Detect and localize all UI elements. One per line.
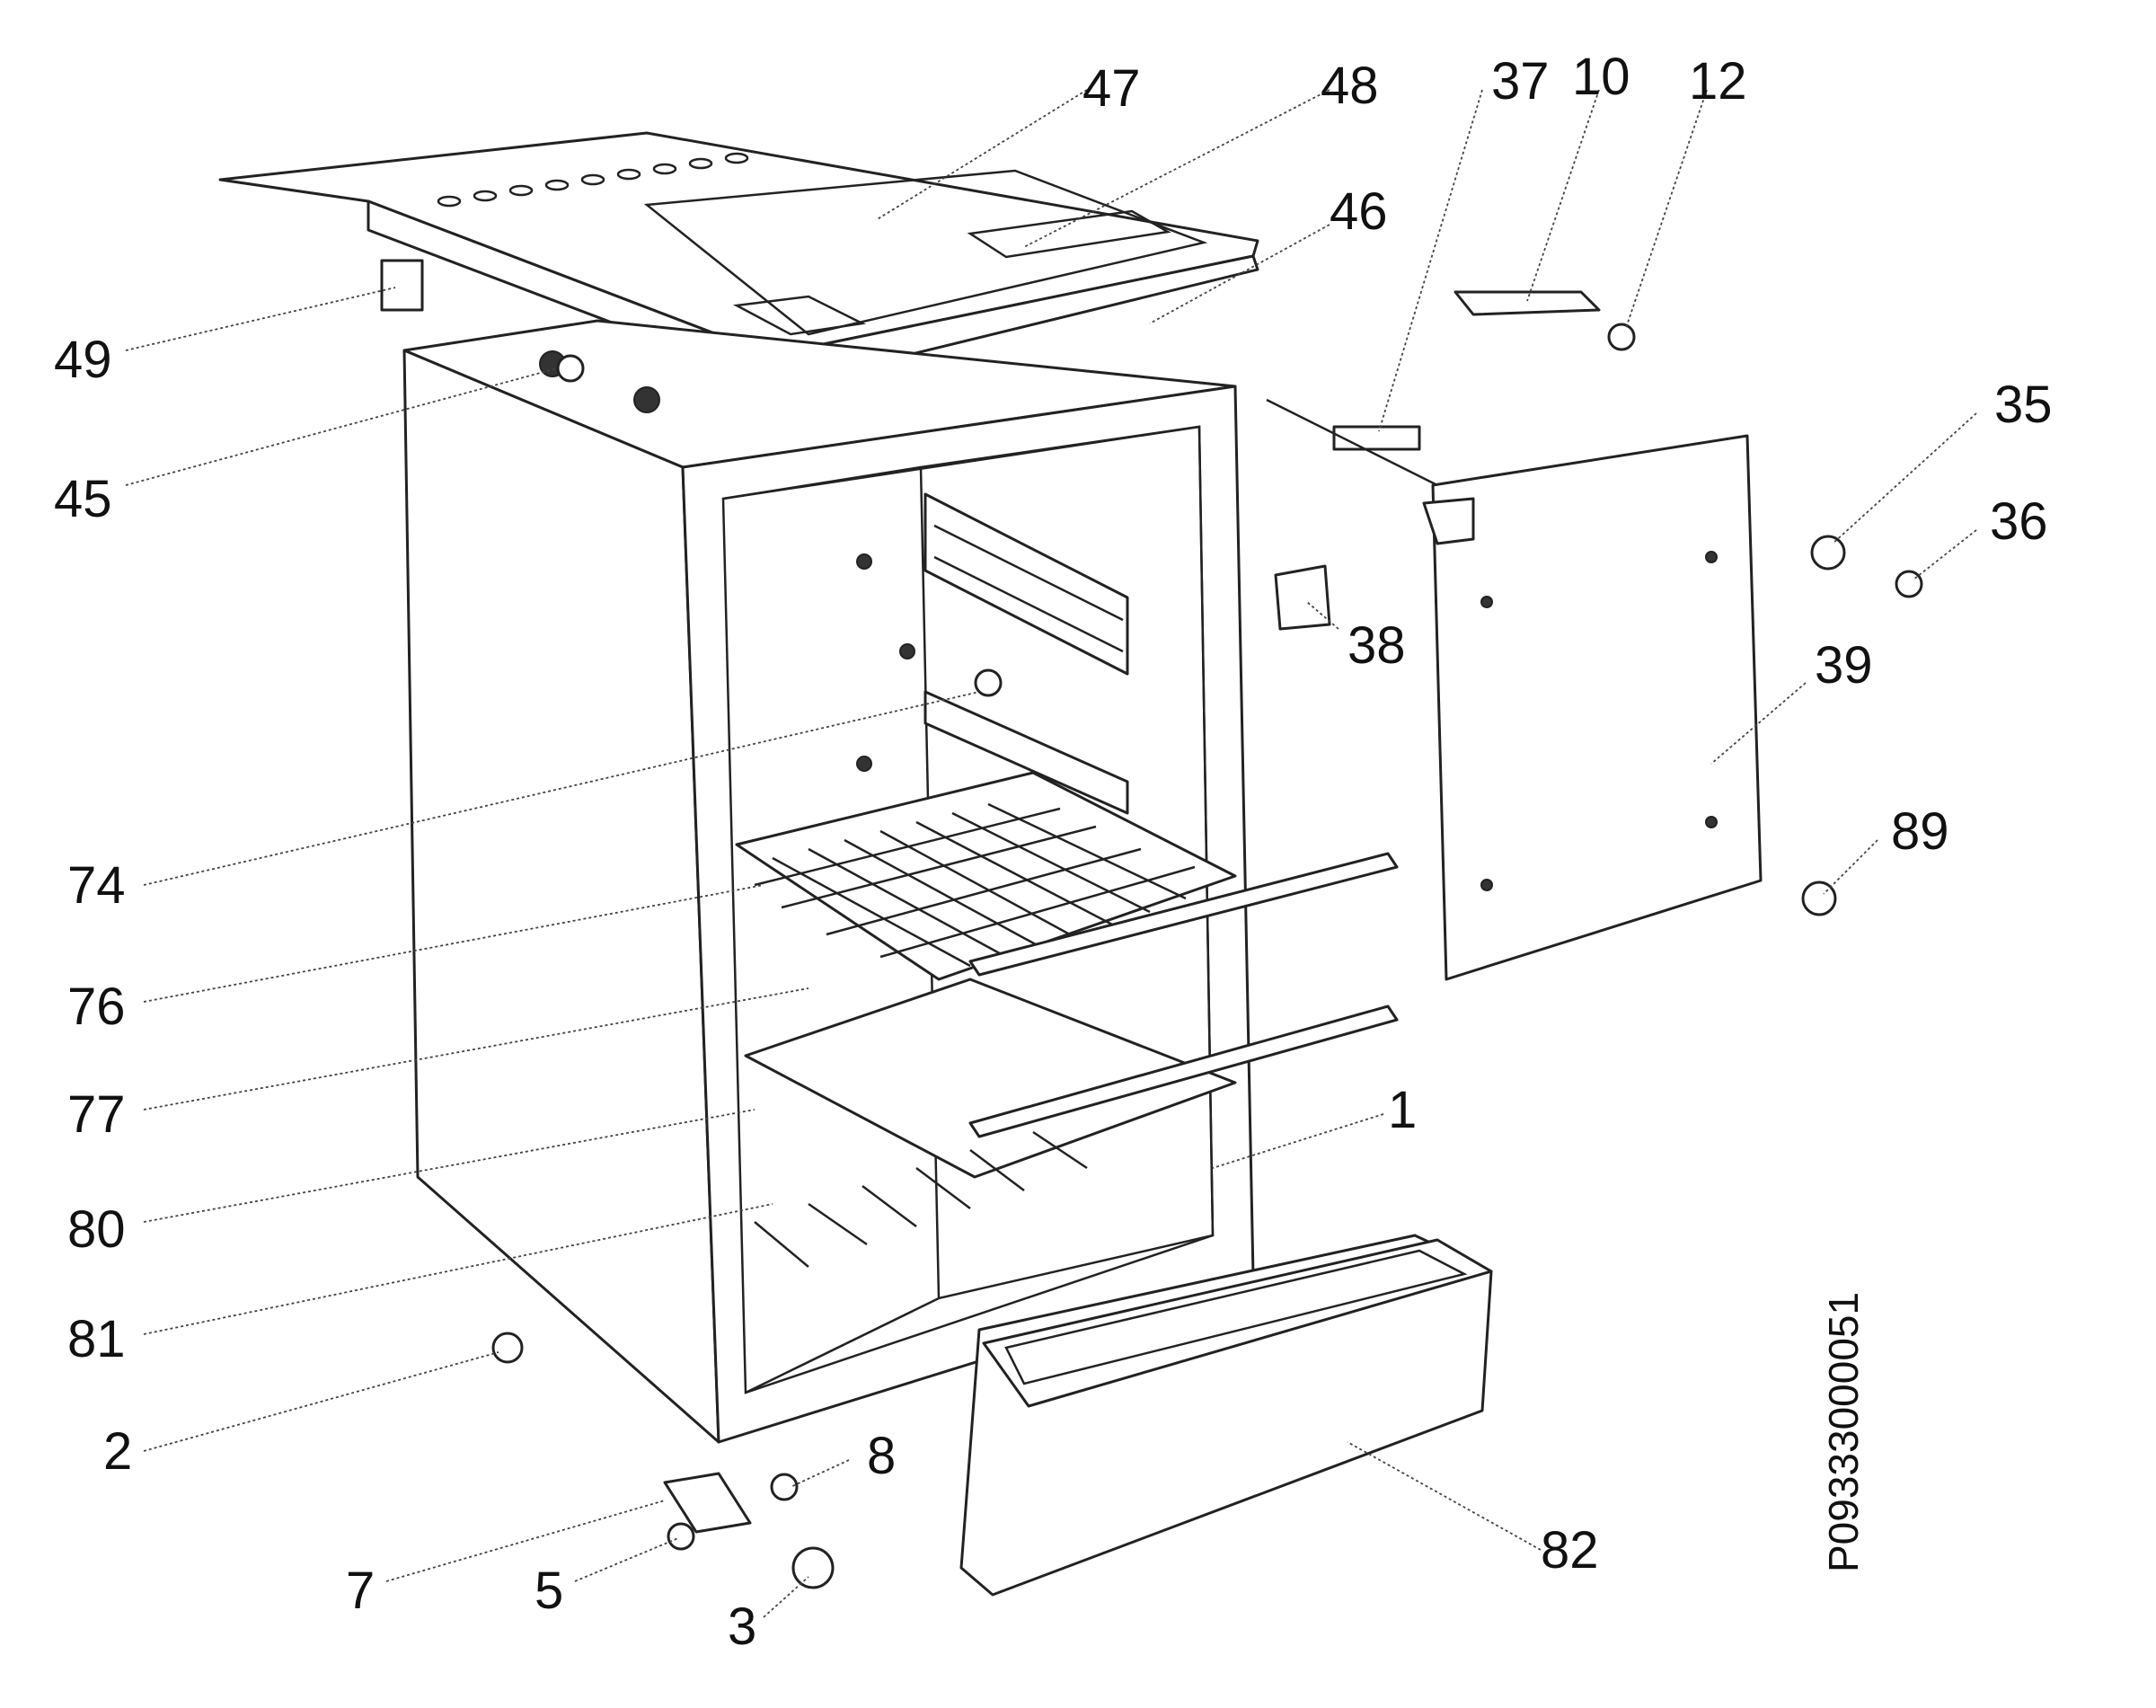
callout-45: 45 [54, 470, 112, 528]
pin-8 [770, 1473, 799, 1501]
callout-3: 3 [728, 1597, 756, 1656]
callout-35: 35 [1994, 376, 2053, 434]
leader-lines [125, 89, 1977, 1618]
drawing-code: P09333000051 [1820, 1292, 1867, 1572]
crisper-drawer [959, 1234, 1493, 1597]
callout-76: 76 [67, 978, 126, 1036]
hinge-35 [1810, 535, 1846, 571]
callout-labels: 47 48 37 10 12 46 49 45 35 36 38 39 74 8… [54, 48, 2053, 1656]
callout-46: 46 [1330, 182, 1388, 241]
glass-shelf [744, 978, 1399, 1179]
foot-3 [791, 1546, 835, 1589]
callout-2: 2 [103, 1422, 132, 1481]
callout-5: 5 [535, 1562, 563, 1620]
callout-74: 74 [67, 856, 126, 915]
bracket-49 [380, 259, 424, 312]
callout-10: 10 [1572, 48, 1630, 106]
hinge-10 [1454, 290, 1601, 316]
callout-49: 49 [54, 331, 112, 389]
callout-37: 37 [1491, 52, 1550, 111]
worktop-vents [437, 152, 749, 208]
screw-45 [556, 354, 585, 383]
hardware [380, 259, 1923, 1589]
shelf-runners [923, 492, 1129, 815]
wire-shelf [735, 771, 1399, 981]
hinge-7 [663, 1472, 752, 1534]
callout-77: 77 [67, 1085, 126, 1144]
callout-81: 81 [67, 1310, 126, 1368]
clip-38 [1274, 564, 1331, 631]
foot-2 [491, 1332, 524, 1364]
callout-1: 1 [1388, 1081, 1417, 1139]
callout-7: 7 [346, 1562, 375, 1620]
callout-48: 48 [1321, 57, 1379, 115]
callout-8: 8 [867, 1427, 896, 1485]
callout-36: 36 [1990, 492, 2048, 551]
door [1422, 434, 1763, 981]
callout-82: 82 [1541, 1521, 1599, 1580]
callout-12: 12 [1689, 52, 1747, 111]
callout-80: 80 [67, 1200, 126, 1259]
cable-37 [1332, 425, 1421, 451]
callout-47: 47 [1082, 59, 1141, 118]
callout-38: 38 [1348, 616, 1406, 675]
callout-39: 39 [1815, 636, 1873, 695]
pin-12 [1607, 323, 1636, 351]
callout-89: 89 [1891, 802, 1949, 861]
pin-5 [667, 1522, 695, 1551]
bolt-74 [974, 668, 1003, 697]
bottom-bars [754, 1130, 1088, 1268]
screw-36 [1895, 570, 1923, 598]
